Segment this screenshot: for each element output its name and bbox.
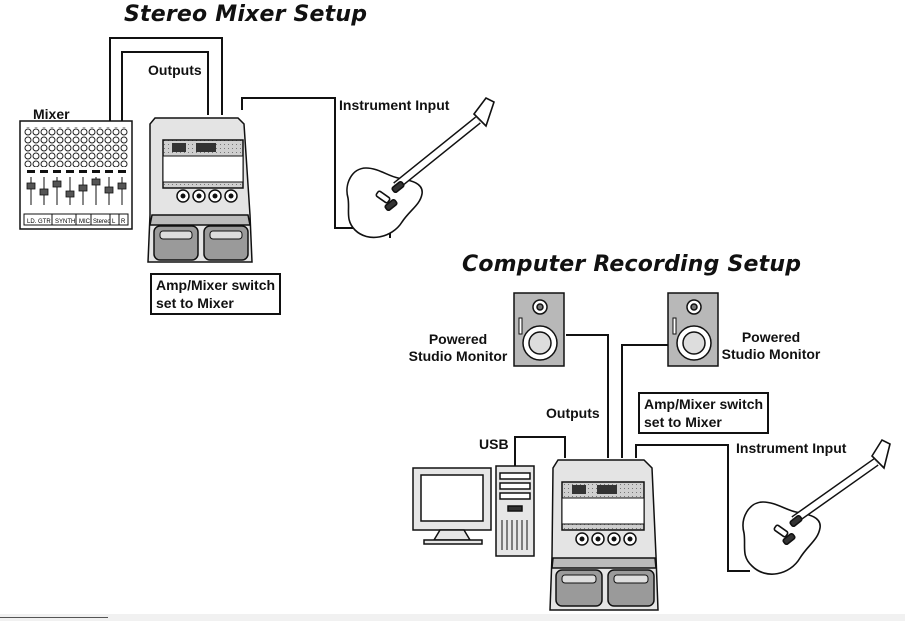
recording-instrument-input-label: Instrument Input [736, 440, 847, 456]
stereo-outputs-label: Outputs [148, 62, 202, 78]
stereo-instrument-input-label: Instrument Input [339, 97, 450, 113]
monitor-right-label-line2: Studio Monitor [721, 346, 821, 362]
stereo-switch-note: Amp/Mixer switch set to Mixer [150, 273, 282, 315]
computer-setup-title: Computer Recording Setup [462, 252, 802, 277]
mixer-channel-label-6: R [121, 219, 126, 225]
mixer-label: Mixer [33, 106, 70, 122]
monitor-left-label: Powered Studio Monitor [403, 331, 513, 365]
computer [412, 465, 535, 557]
monitor-right-label-line1: Powered [741, 329, 801, 345]
monitor-left-label-line1: Powered [428, 331, 488, 347]
bottom-strip [0, 614, 905, 621]
recording-switch-note: Amp/Mixer switch set to Mixer [638, 392, 770, 434]
stereo-switch-note-line2: set to Mixer [156, 295, 234, 311]
effects-pedal-stereo [147, 117, 253, 263]
recording-outputs-label: Outputs [546, 405, 600, 421]
mixer-channel-label-4: Stereo [93, 219, 111, 225]
mixer [19, 120, 133, 230]
recording-output-cables [566, 334, 668, 458]
usb-label: USB [479, 436, 509, 452]
studio-monitor-right [667, 292, 719, 367]
mixer-channel-label-2: SYNTH [55, 219, 75, 225]
effects-pedal-recording [549, 459, 659, 611]
stereo-setup-title: Stereo Mixer Setup [124, 2, 368, 27]
stereo-output-cables [109, 37, 223, 122]
electric-guitar-recording [742, 438, 891, 575]
monitor-right-label: Powered Studio Monitor [716, 329, 826, 363]
recording-instrument-cable [635, 444, 750, 572]
stereo-switch-note-line1: Amp/Mixer switch [156, 277, 276, 293]
mixer-channel-label-3: MIC [79, 219, 91, 225]
bottom-rule [0, 617, 108, 618]
recording-switch-note-line1: Amp/Mixer switch [644, 396, 764, 412]
recording-switch-note-line2: set to Mixer [644, 414, 722, 430]
studio-monitor-left [513, 292, 565, 367]
usb-cable [514, 436, 566, 468]
mixer-channel-label-1: LD. GTR [27, 219, 51, 225]
mixer-channel-label-5: L [112, 219, 116, 225]
monitor-left-label-line2: Studio Monitor [408, 348, 508, 364]
electric-guitar-stereo [346, 96, 495, 239]
